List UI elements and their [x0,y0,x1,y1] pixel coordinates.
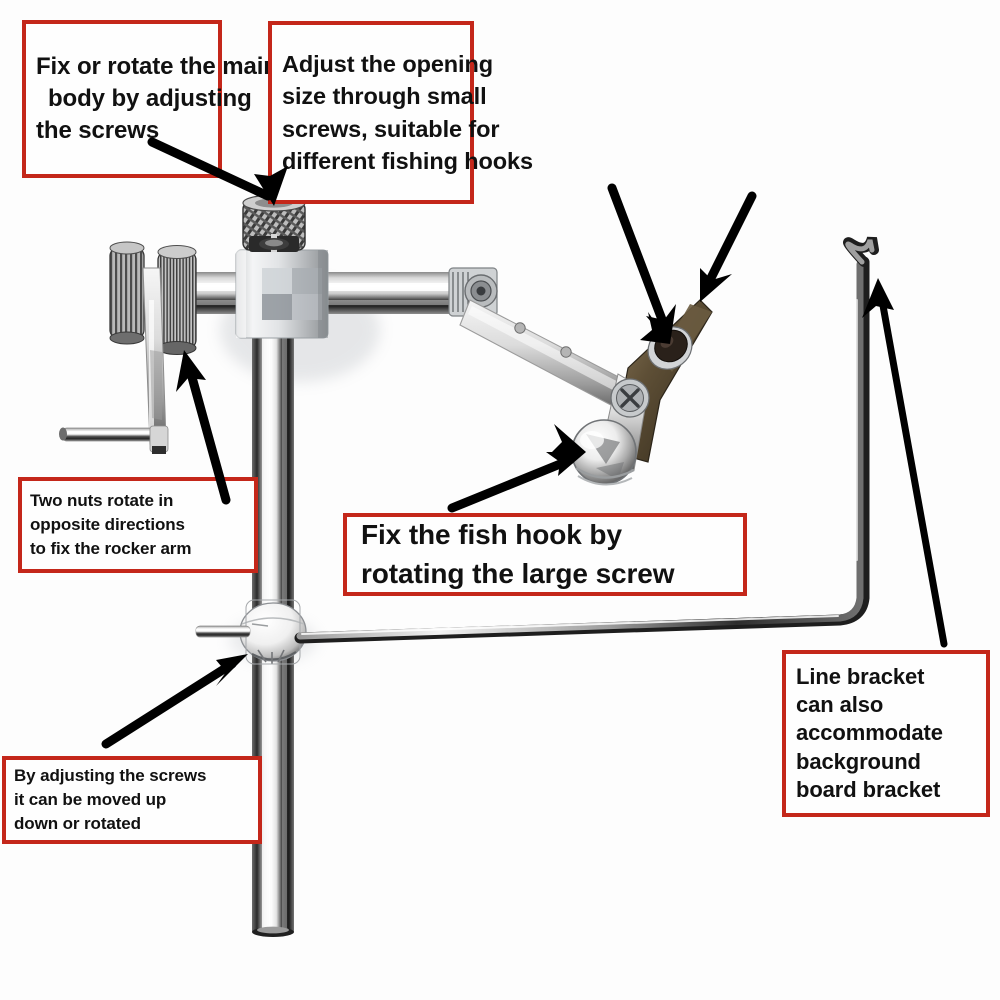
outer-knurled-nut[interactable] [109,241,145,345]
collar-left-rod-stub [195,625,251,638]
callout-line-bracket: Line bracket can also accommodate backgr… [782,650,990,817]
shaft-end-screw[interactable] [464,274,498,308]
jaw-link-arm [459,299,637,413]
callout-opening-size-line-4: different fishing hooks [282,147,533,174]
phillips-screw[interactable] [610,378,650,418]
main-body-block [235,249,329,339]
callout-fish-hook: Fix the fish hook by rotating the large … [343,513,747,596]
callout-adjust-screws-line-1: By adjusting the screws [14,765,207,785]
callout-two-nuts-line-2: opposite directions [30,514,185,534]
line-bracket-wire [294,236,879,644]
line-bracket-hook-curl [843,236,879,267]
callout-adjust-screws-line-2: it can be moved up [14,789,167,809]
callout-opening-size: Adjust the opening size through small sc… [268,21,533,204]
callout-fish-hook-line-1: Fix the fish hook by [361,518,622,550]
callout-line-bracket-line-2: can also [796,692,884,718]
callout-line-bracket-line-4: background [796,748,921,774]
callout-two-nuts-line-1: Two nuts rotate in [30,490,174,510]
callout-main-body-line-3: the screws [36,116,160,144]
callout-main-body-line-2: body by adjusting [48,85,252,113]
callout-opening-size-line-2: size through small [282,83,487,110]
large-clamping-screw-knob[interactable] [571,419,637,486]
callout-main-body-line-1: Fix or rotate the main [36,53,278,81]
callout-line-bracket-line-1: Line bracket [796,664,925,690]
callout-line-bracket-line-5: board bracket [796,776,941,802]
inner-knurled-nut[interactable] [157,245,197,355]
callout-line-bracket-line-3: accommodate [796,720,943,746]
callout-fish-hook-line-2: rotating the large screw [361,557,675,589]
rocker-arm-cross-rod [59,425,169,454]
callout-adjust-screws: By adjusting the screws it can be moved … [2,756,262,844]
callout-main-body: Fix or rotate the main body by adjusting… [22,20,278,178]
jaw-head-assembly [571,299,713,486]
callout-adjust-screws-line-3: down or rotated [14,814,141,834]
callout-two-nuts: Two nuts rotate in opposite directions t… [18,477,258,573]
callout-opening-size-line-1: Adjust the opening [282,50,493,77]
callout-two-nuts-line-3: to fix the rocker arm [30,539,192,559]
callout-opening-size-line-3: screws, suitable for [282,115,500,142]
